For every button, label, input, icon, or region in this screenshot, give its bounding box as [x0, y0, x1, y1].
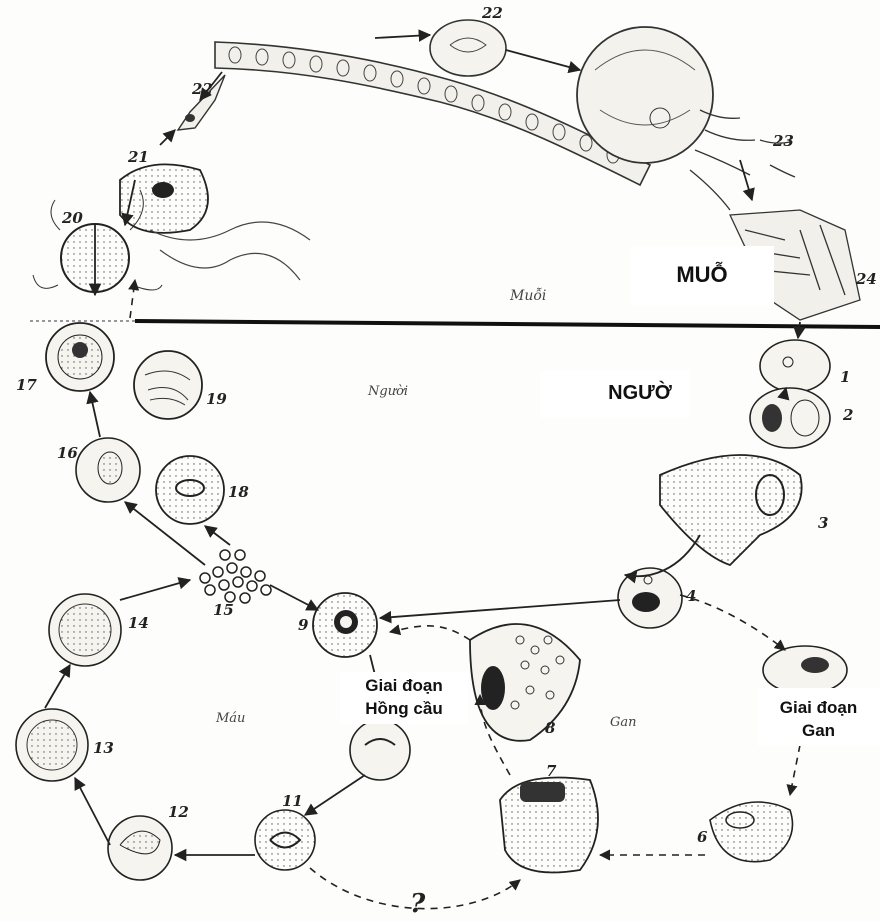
liver-stage-label-line1: Giai đoạn: [757, 698, 880, 718]
stage-number-3: 3: [818, 514, 828, 532]
stage-17-gametocyte: [46, 323, 114, 391]
stage-number-19: 19: [206, 390, 227, 408]
stage-number-9: 9: [298, 616, 309, 634]
stage-number-4: 4: [686, 587, 696, 605]
stage-21-zygote: [120, 164, 208, 232]
human-region-label: NGƯỜ: [580, 382, 700, 405]
blood-stage-label-line2: Hồng cầu: [340, 699, 468, 719]
stage-number-18: 18: [228, 483, 249, 501]
stage-number-12: 12: [168, 803, 189, 821]
stage-6-hypnozoite: [710, 802, 793, 862]
dashed-arrows: [130, 280, 800, 909]
stage-7-schizont: [500, 778, 598, 873]
stage-number-14: 14: [128, 614, 149, 632]
stage-14-mature-schizont: [49, 594, 121, 666]
stage-3-schizont-liver: [660, 455, 802, 565]
question-mark: ?: [410, 889, 426, 919]
stage-number-6: 6: [697, 828, 708, 846]
stage-22-oocyst: [430, 20, 506, 76]
stage-number-11: 11: [282, 792, 303, 810]
stage-8-merozoite-release: [470, 624, 580, 741]
stage-number-22b: 22: [191, 80, 213, 98]
handwritten-gan: Gan: [610, 715, 637, 730]
stage-number-16: 16: [57, 444, 78, 462]
stage-number-24: 24: [855, 270, 877, 288]
stage-number-15: 15: [213, 601, 234, 619]
stage-number-13: 13: [93, 739, 114, 757]
stage-2-liver-cell: [750, 388, 830, 448]
handwritten-nguoi: Người: [367, 384, 408, 399]
handwritten-mau: Máu: [215, 711, 245, 726]
stage-5-liver-cell: [763, 646, 847, 694]
mosquito-human-divider: [135, 321, 880, 327]
stage-11-trophozoite: [255, 810, 315, 870]
stage-number-20: 20: [61, 209, 83, 227]
stage-9-ring-form: [313, 593, 377, 657]
mosquito-region-label: MUỖ: [640, 262, 764, 288]
handwritten-muoi: Muỗi: [509, 287, 546, 304]
stage-number-22a: 22: [481, 4, 503, 22]
stage-number-21: 21: [127, 148, 149, 166]
liver-stage-label-line2: Gan: [757, 721, 880, 741]
cycle-arrows: [45, 35, 800, 855]
stage-19-gametocyte: [134, 351, 202, 419]
stage-15-merozoites: [200, 550, 271, 603]
stage-1-sporozoite-cell: [760, 340, 830, 392]
stage-10-trophozoite: [350, 720, 410, 780]
stage-16-gametocyte: [76, 438, 140, 502]
stage-number-17: 17: [16, 376, 37, 394]
blood-stage-label-line1: Giai đoạn: [340, 676, 468, 696]
stage-number-1: 1: [840, 368, 850, 386]
stage-18-gametocyte: [156, 456, 224, 524]
stage-number-7: 7: [546, 762, 557, 780]
mature-oocyst: [577, 27, 713, 163]
stage-number-2: 2: [842, 406, 853, 424]
stage-number-8: 8: [545, 719, 556, 737]
stage-4-liver-cell: [618, 568, 682, 628]
stage-12-amoeboid: [108, 816, 172, 880]
stage-number-23: 23: [772, 132, 794, 150]
stage-13-schizont: [16, 709, 88, 781]
